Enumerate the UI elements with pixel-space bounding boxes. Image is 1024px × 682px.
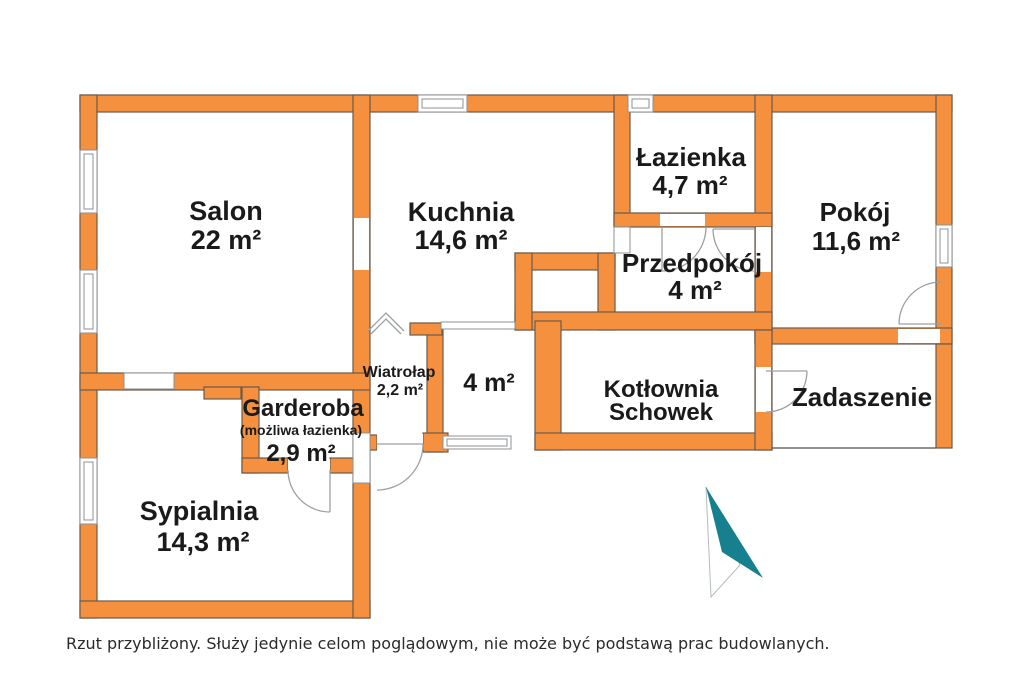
window-salon-left-2-inner (83, 273, 94, 330)
wall-openings (288, 214, 940, 472)
room-label-salon: Salon (189, 196, 263, 226)
wall-kotlownia-bottom (534, 432, 773, 451)
room-label-zadaszenie: Zadaszenie (792, 382, 932, 412)
doorgap-lazienka (660, 214, 705, 226)
room-label-lazienka: Łazienka (636, 142, 746, 172)
room-label-przedpokoj: Przedpokój (622, 248, 762, 278)
wall-top (79, 94, 953, 113)
room-area-kuchnia: 14,6 m² (414, 225, 507, 255)
window-salon-left-1-inner (83, 153, 94, 210)
window-pokoj-right (935, 224, 953, 268)
doorgap-pokoj-zadaszenie (898, 329, 940, 343)
window-room4-bottom-inner (446, 438, 508, 447)
room-area-przedpokoj: 4 m² (668, 275, 722, 305)
opening-salon-sypialnia (123, 372, 175, 390)
room-area-salon: 22 m² (191, 225, 262, 255)
wall-right-outer (935, 94, 953, 345)
window-salon-left-2 (79, 269, 98, 334)
wall-lazienka-left (613, 94, 631, 228)
door-arc-lazienka (661, 226, 707, 272)
doorgap-przedpokoj-pokoj (756, 227, 771, 272)
room-area-room4: 4 m² (463, 369, 514, 397)
room-area-wiatrolap: 2,2 m² (377, 382, 423, 399)
partition-kuchnia-room4 (440, 321, 516, 330)
wall-pilaster (203, 386, 242, 400)
room-area-pokoj: 11,6 m² (812, 226, 901, 256)
room-note-garderoba: (możliwa łazienka) (240, 422, 362, 438)
wall-center-vertical (352, 94, 371, 619)
window-lazienka-top-inner (631, 98, 650, 109)
doorgap-kotlownia-zadaszenie (756, 367, 771, 412)
door-arc-przedpokoj-pokoj (712, 228, 756, 272)
windows (79, 94, 953, 525)
doorgap-entrance (377, 434, 423, 451)
window-room4-bottom (442, 435, 512, 450)
doors (287, 226, 942, 513)
wall-sypialnia-bottom (79, 600, 371, 619)
door-arc-kotlownia-zadaszenie (765, 370, 808, 413)
folding-door-wiatrolap (367, 312, 405, 332)
opening-sypialnia-right (352, 432, 371, 484)
north-arrow-teal-half (706, 487, 763, 578)
opening-kuchnia-przedpokoj (613, 226, 631, 254)
window-pokoj-right-inner (939, 228, 949, 264)
room-label-kuchnia: Kuchnia (408, 197, 515, 227)
disclaimer-text: Rzut przybliżony. Służy jedynie celom po… (66, 634, 830, 653)
room-label-pokoj: Pokój (820, 197, 891, 227)
room-label-wiatrolap: Wiatrołap (363, 364, 436, 381)
door-arc-pokoj-zadaszenie (898, 281, 942, 325)
door-arc-entrance (376, 443, 424, 491)
wall-kuchnia-se (514, 252, 533, 331)
wall-kotlownia-left (534, 320, 562, 451)
window-sypialnia-left (79, 457, 98, 525)
room-area-lazienka: 4,7 m² (652, 170, 727, 200)
window-sypialnia-left-inner (83, 461, 94, 521)
room-label-kotlownia: Kotłownia (604, 376, 719, 403)
room-label-garderoba: Garderoba (242, 395, 364, 422)
doorgap-garderoba (288, 459, 330, 472)
window-kuchnia-top (417, 94, 468, 113)
door-arc-garderoba (287, 469, 331, 513)
room-area-garderoba: 2,9 m² (266, 440, 335, 467)
passage-salon-kuchnia (354, 218, 369, 270)
window-salon-left-1 (79, 149, 98, 214)
room-label-sypialnia: Sypialnia (140, 496, 260, 526)
room-area-sypialnia: 14,3 m² (156, 527, 249, 557)
room-label-schowek: Schowek (609, 399, 714, 426)
wall-wiatrolap-stub (409, 322, 443, 336)
wall-zadaszenie-right (935, 343, 953, 449)
folding-door-wiatrolap-2 (370, 318, 402, 335)
room-labels: Salon 22 m² Kuchnia 14,6 m² Łazienka 4,7… (140, 142, 932, 557)
window-kuchnia-top-inner (421, 98, 464, 109)
north-arrow-icon (705, 486, 763, 599)
